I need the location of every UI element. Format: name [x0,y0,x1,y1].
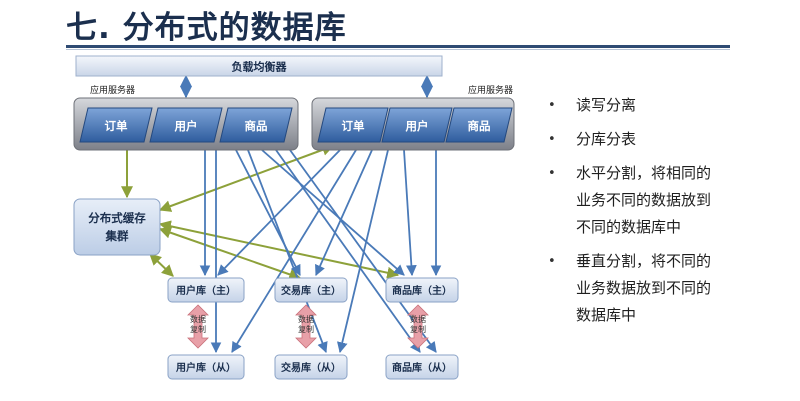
db-trade-slave: 交易库（从） [274,354,348,380]
cache-cluster: 分布式缓存 集群 [73,198,161,256]
db-product-slave: 商品库（从） [385,354,459,380]
slide-title: 七. 分布式的数据库 [66,10,347,46]
svg-text:订单: 订单 [105,119,128,133]
svg-text:复制: 复制 [298,324,314,334]
cache-cluster-label-line2: 集群 [105,229,129,243]
title-underline-thin [66,49,730,50]
bullet-horizontal-split: • 水平分割，将相同的 业务不同的数据放到 不同的数据库中 [548,160,788,241]
left-app-server: 订单 用户 商品 [73,97,299,151]
cache-to-db-link-1 [158,226,302,281]
bullet-read-write-split: • 读写分离 [548,92,788,119]
left-app-server-label: 应用服务器 [90,84,135,96]
svg-text:商品: 商品 [245,119,268,133]
slave-databases: 用户库（从） 交易库（从） 商品库（从） [167,354,459,380]
db-trade-master: 交易库（主） [274,277,348,303]
left-server-module-user: 用户 [149,107,223,143]
svg-text:复制: 复制 [410,324,426,334]
svg-text:交易库（从）: 交易库（从） [281,361,341,374]
svg-text:数据: 数据 [298,314,314,324]
cache-to-user-master-link [149,253,174,277]
right-server-module-product: 商品 [445,107,513,143]
svg-text:复制: 复制 [190,324,206,334]
svg-text:数据: 数据 [410,314,426,324]
bullet-dot: • [548,98,556,113]
right-server-to-cache-arrow [158,144,335,212]
svg-text:用户库（主）: 用户库（主） [175,284,236,297]
replication-arrows: 数据 复制 数据 复制 数据 复制 [187,304,429,349]
svg-text:交易库（主）: 交易库（主） [281,284,341,297]
bullet-list: • 读写分离 • 分库分表 • 水平分割，将相同的 业务不同的数据放到 不同的数… [548,92,788,336]
right-app-server: 订单 用户 商品 [311,97,515,151]
master-databases: 用户库（主） 交易库（主） 商品库（主） [167,277,459,303]
right-server-module-user: 用户 [381,107,453,143]
bullet-dot: • [548,166,556,181]
title-underline [66,45,730,48]
connection-lines [121,74,442,354]
svg-text:用户库（从）: 用户库（从） [175,361,236,374]
svg-text:商品库（主）: 商品库（主） [392,284,452,297]
bullet-sharding: • 分库分表 [548,126,788,153]
svg-text:商品: 商品 [468,119,491,133]
left-server-module-order: 订单 [79,107,153,143]
cache-cluster-label-line1: 分布式缓存 [88,211,146,225]
load-balancer-label: 负载均衡器 [232,60,288,74]
bullet-dot: • [548,254,556,269]
bullet-dot: • [548,132,556,147]
db-user-master: 用户库（主） [167,277,245,303]
svg-text:数据: 数据 [190,314,206,324]
right-server-module-order: 订单 [317,107,389,143]
svg-text:订单: 订单 [342,119,365,133]
bullet-vertical-split: • 垂直分割，将不同的 业务数据放到不同的 数据库中 [548,248,788,329]
svg-text:商品库（从）: 商品库（从） [392,361,452,374]
user-db-replication: 数据 复制 [187,304,209,349]
trade-db-replication: 数据 复制 [295,304,317,349]
product-db-replication: 数据 复制 [407,304,429,349]
db-product-master: 商品库（主） [385,277,459,303]
load-balancer: 负载均衡器 [75,55,443,77]
svg-text:用户: 用户 [174,119,198,133]
left-server-module-product: 商品 [219,107,293,143]
right-app-server-label: 应用服务器 [468,84,513,96]
db-user-slave: 用户库（从） [167,354,245,380]
svg-text:用户: 用户 [405,119,429,133]
